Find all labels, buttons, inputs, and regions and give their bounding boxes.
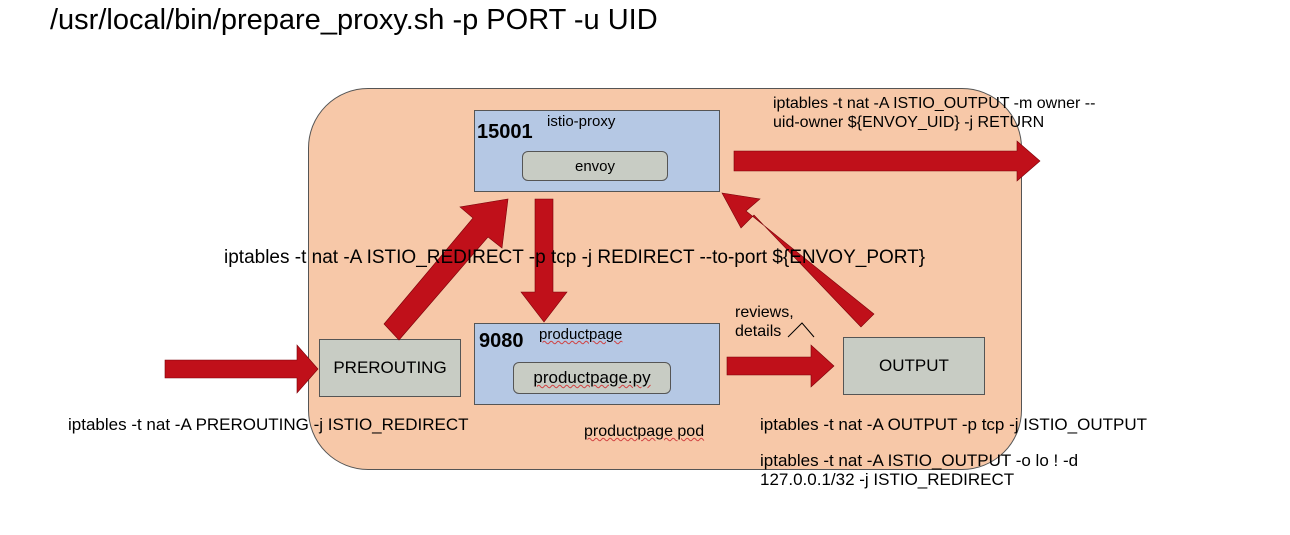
app-name-label: productpage — [539, 326, 623, 343]
productpage-py-box: productpage.py — [513, 362, 671, 394]
envoy-box: envoy — [522, 151, 668, 181]
istio-proxy-box: 15001 istio-proxy envoy — [474, 110, 720, 192]
pod-label: productpage pod — [584, 423, 705, 440]
return-rule: iptables -t nat -A ISTIO_OUTPUT -m owner… — [773, 94, 1095, 132]
redirect-rule: iptables -t nat -A ISTIO_REDIRECT -p tcp… — [224, 247, 926, 268]
outbound-line2: details — [735, 323, 782, 340]
output-to-proxy-arrow — [721, 192, 875, 328]
lo-rule-line1: iptables -t nat -A ISTIO_OUTPUT -o lo ! … — [760, 451, 1079, 470]
output-box: OUTPUT — [843, 337, 985, 395]
prerouting-to-proxy-arrow — [383, 198, 509, 341]
proxy-port-label: 15001 — [477, 121, 533, 143]
prerouting-label: PREROUTING — [333, 358, 447, 377]
incoming-arrow — [164, 344, 319, 394]
lo-rule: iptables -t nat -A ISTIO_OUTPUT -o lo ! … — [760, 451, 1078, 489]
envoy-label: envoy — [574, 157, 616, 175]
caret-icon — [787, 322, 815, 338]
app-to-output-arrow — [726, 344, 835, 388]
return-rule-line1: iptables -t nat -A ISTIO_OUTPUT -m owner… — [773, 95, 1096, 112]
page-title: /usr/local/bin/prepare_proxy.sh -p PORT … — [50, 4, 658, 36]
lo-rule-line2: 127.0.0.1/32 -j ISTIO_REDIRECT — [760, 470, 1015, 489]
proxy-name-label: istio-proxy — [547, 113, 616, 130]
output-label: OUTPUT — [879, 356, 949, 375]
productpage-box: 9080 productpage productpage.py — [474, 323, 720, 405]
prerouting-rule: iptables -t nat -A PREROUTING -j ISTIO_R… — [68, 415, 469, 434]
outbound-services-label: reviews, details — [735, 303, 794, 341]
return-rule-line2: uid-owner ${ENVOY_UID} -j RETURN — [773, 114, 1045, 131]
app-port-label: 9080 — [479, 330, 524, 352]
output-rule: iptables -t nat -A OUTPUT -p tcp -j ISTI… — [760, 415, 1147, 434]
proxy-to-app-arrow — [520, 198, 568, 323]
prerouting-box: PREROUTING — [319, 339, 461, 397]
productpage-py-label: productpage.py — [533, 368, 651, 387]
return-arrow — [733, 140, 1041, 182]
outbound-line1: reviews, — [735, 304, 794, 321]
